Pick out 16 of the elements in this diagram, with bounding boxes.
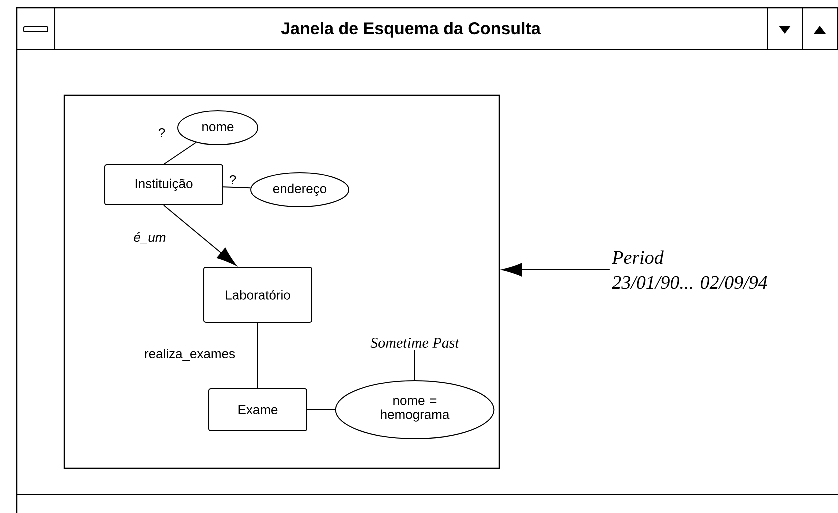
entity-box: Laboratório — [204, 267, 312, 323]
arrow — [502, 263, 610, 277]
annotation-text: Period 23/01/90... 02/09/94 — [612, 250, 768, 290]
window-title: Janela de Esquema da Consulta — [281, 22, 541, 38]
edge-label: ? — [228, 174, 238, 186]
annotation-text: Sometime Past — [370, 338, 460, 348]
connector-line — [164, 142, 197, 165]
diagram-panel — [64, 94, 500, 470]
edge-label: realiza_exames — [144, 348, 237, 362]
connector-line — [414, 350, 416, 381]
arrow — [164, 205, 237, 266]
entity-box: Instituição — [104, 164, 224, 206]
connector-line — [223, 186, 252, 189]
entity-box: Exame — [208, 388, 308, 432]
edge-label: ? — [157, 127, 167, 139]
edge-label: é_um — [132, 231, 168, 245]
